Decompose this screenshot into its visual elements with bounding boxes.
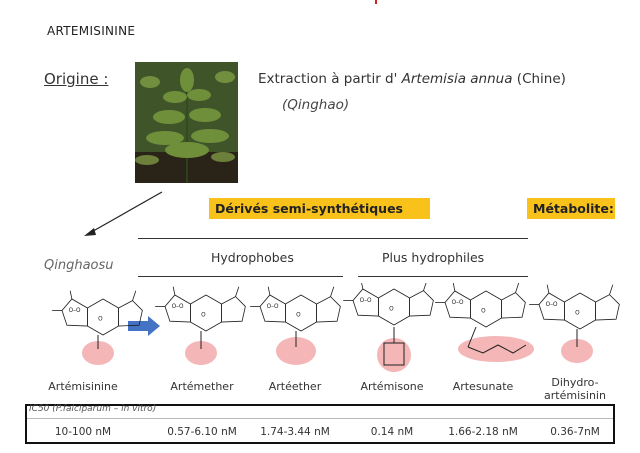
molecule-name-artemether: Artémether [170, 380, 234, 393]
ic50-label: IC50 (P.falciparum – in vitro) [29, 404, 157, 414]
arrow-to-qinghaosu [84, 191, 163, 236]
molecule-name-arteether: Artéether [268, 380, 322, 393]
slide-title: ARTEMISININE [47, 24, 136, 38]
hydrophobes-line [138, 276, 343, 277]
origine-label: Origine : [44, 70, 109, 88]
hydrophobes-label: Hydrophobes [211, 250, 294, 265]
molecule-name-dihydroartemisinin: Dihydro-artémisinin [544, 376, 606, 402]
molecule-name-artemisinine: Artémisinine [48, 380, 118, 393]
extraction-prefix: Extraction à partir d' [258, 71, 398, 87]
banner-metabolite: Métabolite: [527, 198, 615, 219]
extraction-suffix: (Chine) [516, 71, 566, 87]
ic50-value-artemisone: 0.14 nM [370, 426, 414, 438]
ic50-value-arteether: 1.74-3.44 nM [260, 426, 330, 438]
hydrophiles-label: Plus hydrophiles [382, 250, 485, 265]
ic50-value-artemether: 0.57-6.10 nM [167, 426, 237, 438]
ic50-value-artesunate: 1.66-2.18 nM [448, 426, 518, 438]
artemisia-photo [135, 62, 238, 183]
ic50-table [25, 404, 615, 444]
molecule-structures: O–O O [51, 283, 620, 372]
molecule-name-artemisone: Artémisone [360, 380, 424, 393]
ic50-separator [27, 418, 613, 419]
ic50-value-dihydroartemisinin: 0.36-7nM [550, 426, 600, 438]
qinghao-text: (Qinghao) [282, 97, 350, 113]
hydrophiles-line [358, 276, 528, 277]
blue-arrow-icon [128, 316, 160, 336]
red-mark [375, 0, 377, 4]
group-line-top [138, 238, 528, 239]
extraction-text: Extraction à partir d' Artemisia annua (… [258, 71, 566, 87]
ic50-value-artemisinine: 10-100 nM [54, 426, 112, 438]
banner-derives: Dérivés semi-synthétiques [209, 198, 430, 219]
qinghaosu-label: Qinghaosu [44, 258, 114, 273]
extraction-species: Artemisia annua [401, 71, 513, 87]
molecule-name-artesunate: Artesunate [452, 380, 514, 393]
